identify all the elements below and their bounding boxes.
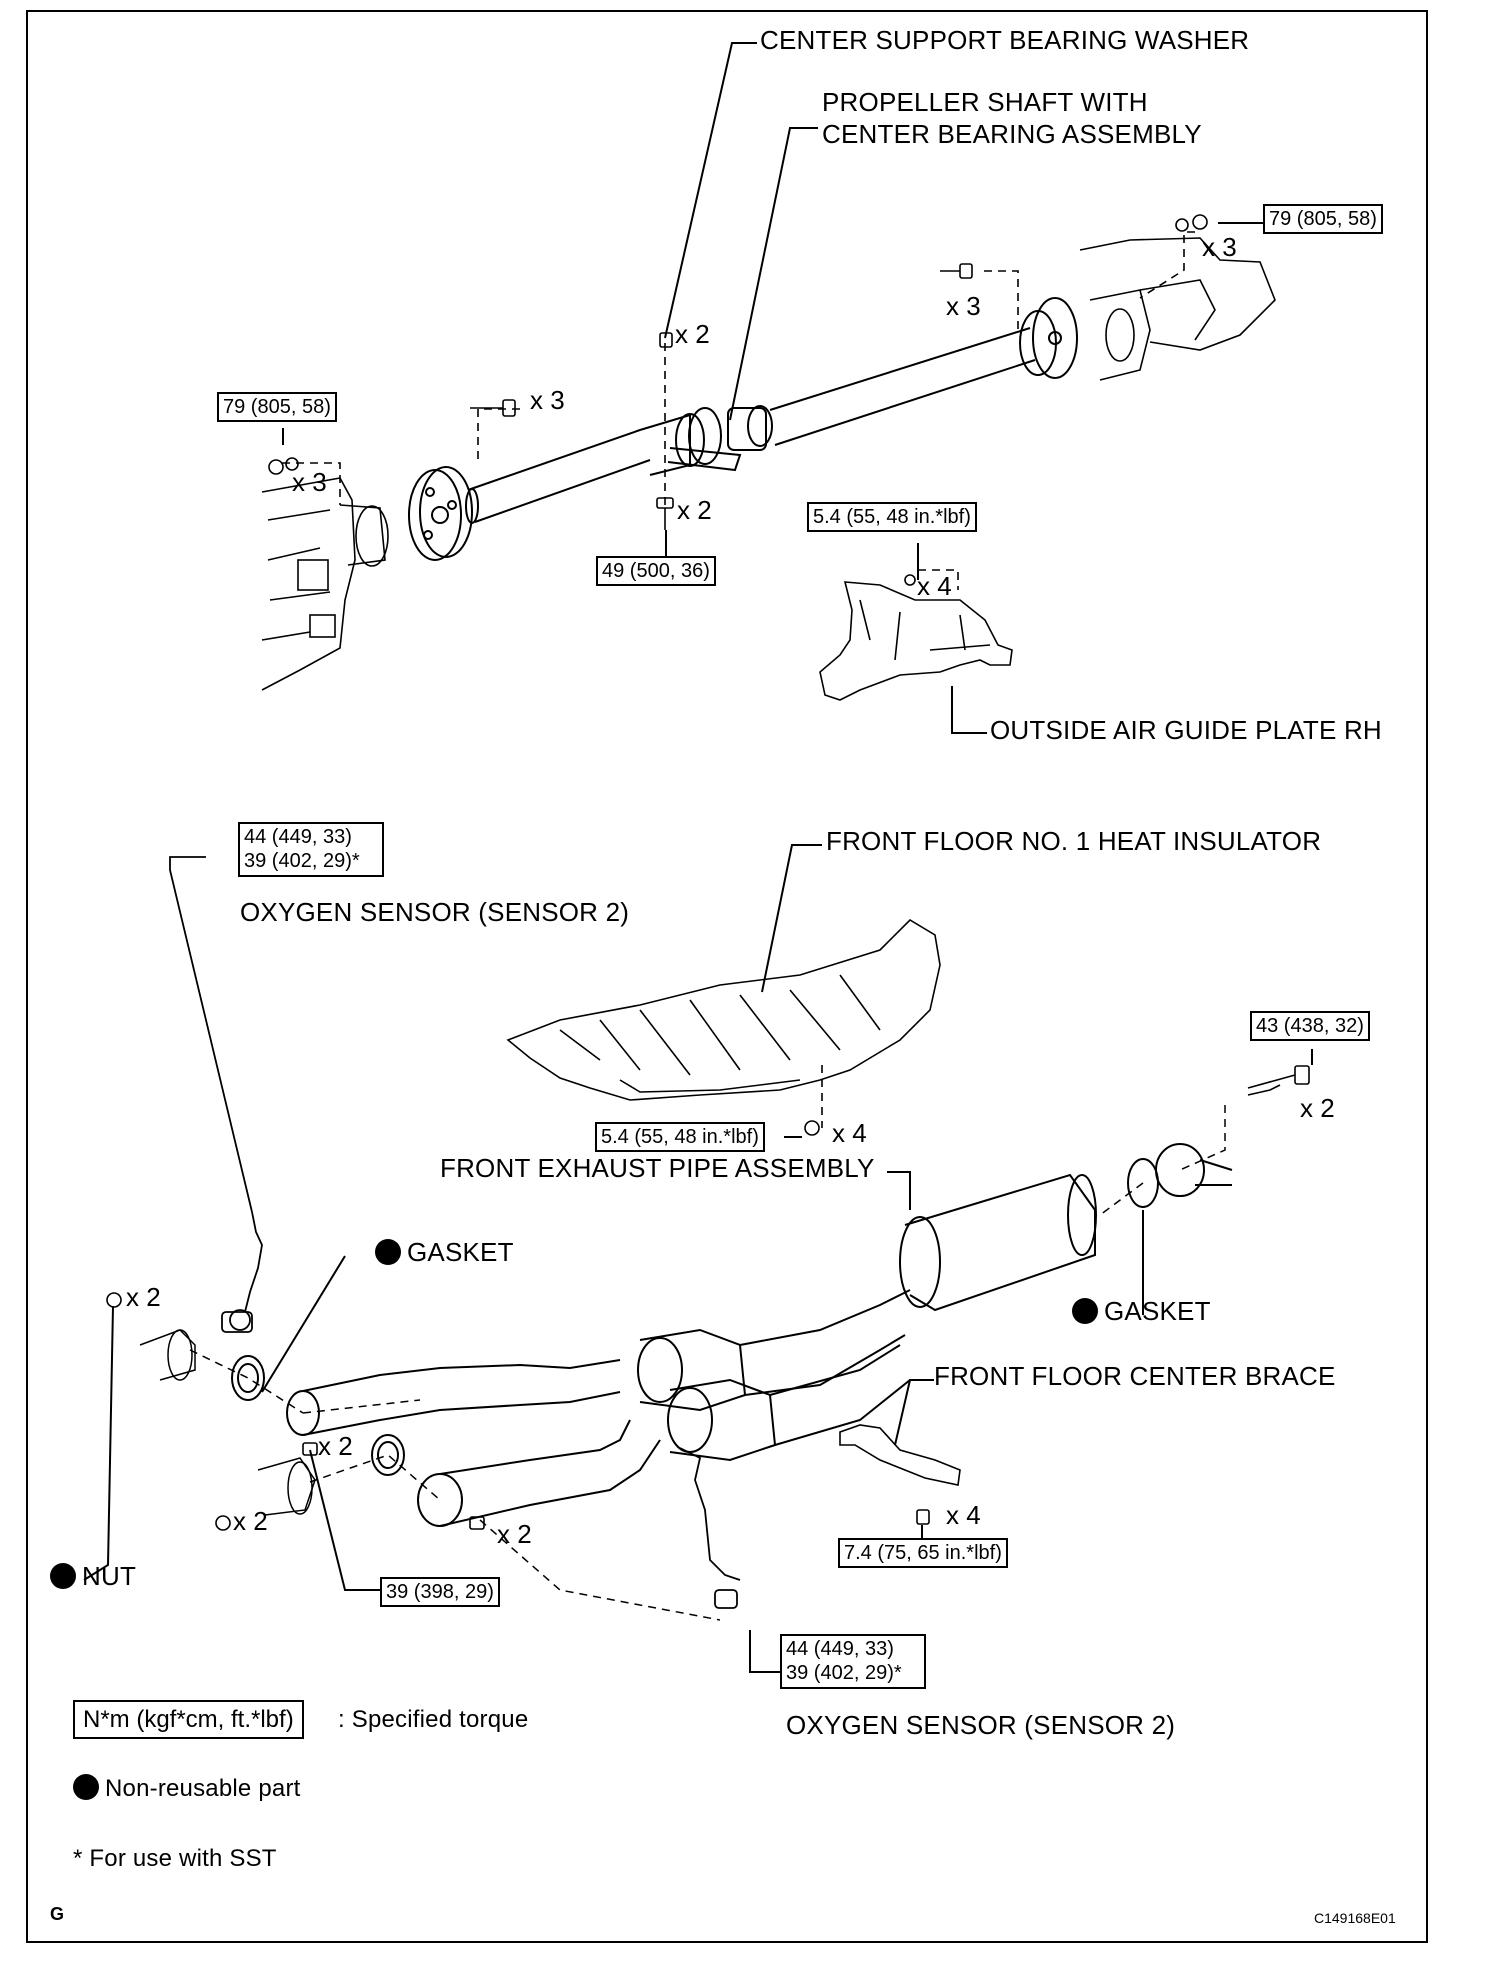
qty-rear-flange-bolt: x 3 [946, 291, 981, 321]
differential-housing [1079, 237, 1276, 381]
leader-nut [83, 1305, 114, 1581]
qty-nut-bottom: x 2 [233, 1506, 268, 1536]
torque-oxygen-lower-2: 39 (402, 29)* [786, 1662, 902, 1685]
footer-left-code: G [50, 1904, 65, 1924]
leader-exhaust-front-torque [309, 1449, 380, 1591]
leader-heat-insulator [761, 844, 822, 993]
legend-torque-desc: : Specified torque [338, 1706, 529, 1733]
center-brace-shape [839, 1424, 961, 1486]
torque-center-brace: 7.4 (75, 65 in.*lbf) [838, 1538, 1008, 1569]
torque-oxygen-upper: 44 (449, 33) 39 (402, 29)* [238, 822, 384, 877]
legend-torque-unit: N*m (kgf*cm, ft.*lbf) [73, 1700, 304, 1740]
torque-rear-flange: 79 (805, 58) [1263, 204, 1383, 235]
qty-front-flange-nut: x 3 [292, 467, 327, 497]
diagram-frame [26, 10, 1428, 1943]
non-reusable-dot [50, 1563, 76, 1589]
qty-bolt-mid: x 2 [497, 1519, 532, 1549]
torque-air-guide-plate: 5.4 (55, 48 in.*lbf) [807, 502, 977, 533]
label-propeller-shaft-line2: CENTER BEARING ASSEMBLY [822, 119, 1202, 149]
label-front-floor-center-brace: FRONT FLOOR CENTER BRACE [934, 1361, 1336, 1391]
qty-front-flange-bolt: x 3 [530, 385, 565, 415]
qty-nut-top: x 2 [126, 1282, 161, 1312]
torque-oxygen-lower-1: 44 (449, 33) [786, 1638, 894, 1660]
qty-air-guide: x 4 [917, 571, 952, 601]
oxygen-sensor-lower-shape [679, 1447, 741, 1609]
leader-gasket-left [261, 1255, 346, 1393]
qty-heat-insulator: x 4 [832, 1118, 867, 1148]
label-front-floor-heat-insulator: FRONT FLOOR NO. 1 HEAT INSULATOR [826, 826, 1322, 856]
label-oxygen-sensor-lower: OXYGEN SENSOR (SENSOR 2) [786, 1710, 1176, 1740]
air-guide-plate-shape [819, 581, 1013, 701]
propeller-shaft [408, 297, 1078, 561]
non-reusable-dot [1072, 1298, 1098, 1324]
leader-washer [664, 42, 757, 339]
heat-insulator-shape [506, 918, 941, 1101]
qty-rear-flange-nut: x 3 [1202, 232, 1237, 262]
footer-right-code: C149168E01 [1314, 1910, 1396, 1926]
leader-propeller-shaft [729, 127, 818, 421]
gasket-shape-2 [371, 1434, 405, 1476]
leader-center-brace [894, 1379, 934, 1446]
non-reusable-dot [375, 1239, 401, 1265]
torque-oxygen-upper-1: 44 (449, 33) [244, 826, 352, 848]
torque-exhaust-rear: 43 (438, 32) [1250, 1011, 1370, 1042]
torque-heat-insulator: 5.4 (55, 48 in.*lbf) [595, 1122, 765, 1153]
gasket-shape-1 [231, 1355, 265, 1401]
transmission-housing [261, 477, 389, 691]
label-nut: NUT [50, 1561, 136, 1592]
label-gasket-right: GASKET [1072, 1296, 1211, 1327]
label-center-support-bearing-washer: CENTER SUPPORT BEARING WASHER [760, 25, 1250, 55]
legend-sst-note: * For use with SST [73, 1845, 277, 1872]
legend-non-reusable: Non-reusable part [73, 1774, 301, 1803]
label-propeller-shaft-line1: PROPELLER SHAFT WITH [822, 87, 1148, 117]
label-gasket-left: GASKET [375, 1237, 514, 1268]
fasteners [106, 214, 1310, 1531]
torque-oxygen-lower: 44 (449, 33) 39 (402, 29)* [780, 1634, 926, 1689]
non-reusable-dot [73, 1774, 99, 1800]
torque-front-flange: 79 (805, 58) [217, 392, 337, 423]
qty-exhaust-rear: x 2 [1300, 1093, 1335, 1123]
torque-center-bearing: 49 (500, 36) [596, 556, 716, 587]
leader-front-exhaust-pipe [887, 1171, 911, 1210]
qty-center-brace: x 4 [946, 1500, 981, 1530]
label-front-exhaust-pipe: FRONT EXHAUST PIPE ASSEMBLY [440, 1153, 875, 1183]
torque-oxygen-upper-2: 39 (402, 29)* [244, 850, 360, 873]
label-oxygen-sensor-upper: OXYGEN SENSOR (SENSOR 2) [240, 897, 630, 927]
qty-center-bolt: x 2 [677, 495, 712, 525]
exhaust-pipe-shape [286, 1143, 1233, 1527]
qty-bolt-left: x 2 [318, 1431, 353, 1461]
leader-air-guide [951, 686, 987, 734]
torque-exhaust-front: 39 (398, 29) [380, 1577, 500, 1608]
label-outside-air-guide-plate: OUTSIDE AIR GUIDE PLATE RH [990, 715, 1382, 745]
oxygen-sensor-upper-shape [169, 856, 263, 1333]
qty-washer: x 2 [675, 319, 710, 349]
leader-oxygen-lower-torque [749, 1630, 780, 1673]
